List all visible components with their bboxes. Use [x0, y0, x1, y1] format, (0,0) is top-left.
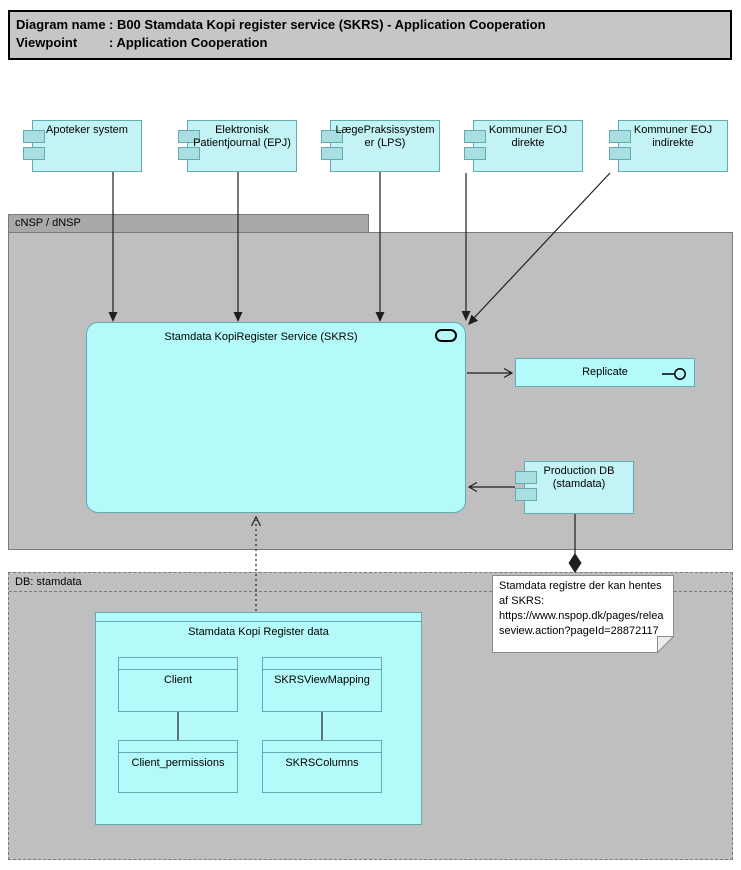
service-replicate[interactable]: Replicate [515, 358, 695, 387]
table-header-strip [263, 658, 381, 670]
component-tab-icon [178, 147, 200, 160]
component-tab-icon [23, 130, 45, 143]
component-tab-icon [515, 471, 537, 484]
provided-interface-icon [662, 368, 686, 380]
table-header-strip [119, 658, 237, 670]
table-skrsviewmapping-label: SKRSViewMapping [274, 674, 370, 686]
diagram-name-value: : B00 Stamdata Kopi register service (SK… [109, 17, 546, 32]
table-skrscolumns-label: SKRSColumns [285, 757, 359, 769]
service-skrs[interactable]: Stamdata KopiRegister Service (SKRS) [86, 322, 466, 513]
component-kommuner-eoj-direkte[interactable]: Kommuner EOJ direkte [464, 120, 583, 172]
table-client-label: Client [163, 674, 193, 686]
note-stamdata-registre[interactable]: Stamdata registre der kan hentes af SKRS… [492, 575, 674, 653]
group-db-stamdata-label: DB: stamdata [15, 576, 82, 588]
component-tab-icon [23, 147, 45, 160]
component-kommuner-eoj-direkte-label: Kommuner EOJ direkte [488, 124, 568, 149]
viewpoint-value: : Application Cooperation [109, 35, 268, 50]
component-tab-icon [609, 147, 631, 160]
data-object-title: Stamdata Kopi Register data [188, 626, 329, 638]
diagram-name-row: Diagram name: B00 Stamdata Kopi register… [16, 16, 724, 34]
component-tab-icon [464, 147, 486, 160]
diagram-name-label: Diagram name [16, 17, 106, 32]
component-lps-label: LægePraksissystemer (LPS) [335, 124, 435, 149]
data-object-stamdata-kopi-register-data[interactable]: Stamdata Kopi Register data [95, 612, 422, 825]
group-cnsp-dnsp-label: cNSP / dNSP [15, 217, 81, 229]
note-shape [492, 575, 674, 653]
table-skrsviewmapping[interactable]: SKRSViewMapping [262, 657, 382, 712]
data-object-header-strip [96, 613, 421, 622]
component-epj[interactable]: Elektronisk Patientjournal (EPJ) [178, 120, 297, 172]
table-header-strip [119, 741, 237, 753]
component-tab-icon [178, 130, 200, 143]
component-apoteker-system-label: Apoteker system [46, 124, 128, 136]
group-db-stamdata-header: DB: stamdata [9, 573, 732, 592]
table-client-permissions[interactable]: Client_permissions [118, 740, 238, 793]
table-skrscolumns[interactable]: SKRSColumns [262, 740, 382, 793]
note-fold-icon [657, 636, 674, 653]
component-tab-icon [515, 488, 537, 501]
group-cnsp-dnsp-header[interactable]: cNSP / dNSP [8, 214, 369, 233]
component-production-db[interactable]: Production DB (stamdata) [515, 461, 634, 514]
service-replicate-label: Replicate [582, 366, 628, 378]
diamond-icon [568, 553, 582, 573]
component-kommuner-eoj-indirekte[interactable]: Kommuner EOJ indirekte [609, 120, 728, 172]
service-oval-icon [435, 329, 457, 342]
table-header-strip [263, 741, 381, 753]
component-production-db-label: Production DB (stamdata) [543, 465, 615, 490]
component-tab-icon [321, 147, 343, 160]
component-epj-label: Elektronisk Patientjournal (EPJ) [193, 124, 291, 149]
diagram-title-block: Diagram name: B00 Stamdata Kopi register… [8, 10, 732, 60]
viewpoint-row: Viewpoint : Application Cooperation [16, 34, 724, 52]
table-client[interactable]: Client [118, 657, 238, 712]
component-tab-icon [464, 130, 486, 143]
component-kommuner-eoj-indirekte-label: Kommuner EOJ indirekte [633, 124, 713, 149]
note-text: Stamdata registre der kan hentes af SKRS… [499, 580, 664, 637]
component-lps[interactable]: LægePraksissystemer (LPS) [321, 120, 440, 172]
component-tab-icon [321, 130, 343, 143]
component-tab-icon [609, 130, 631, 143]
component-apoteker-system[interactable]: Apoteker system [23, 120, 142, 172]
viewpoint-label: Viewpoint [16, 35, 78, 50]
table-client-permissions-label: Client_permissions [131, 757, 225, 769]
service-skrs-label: Stamdata KopiRegister Service (SKRS) [164, 331, 358, 343]
